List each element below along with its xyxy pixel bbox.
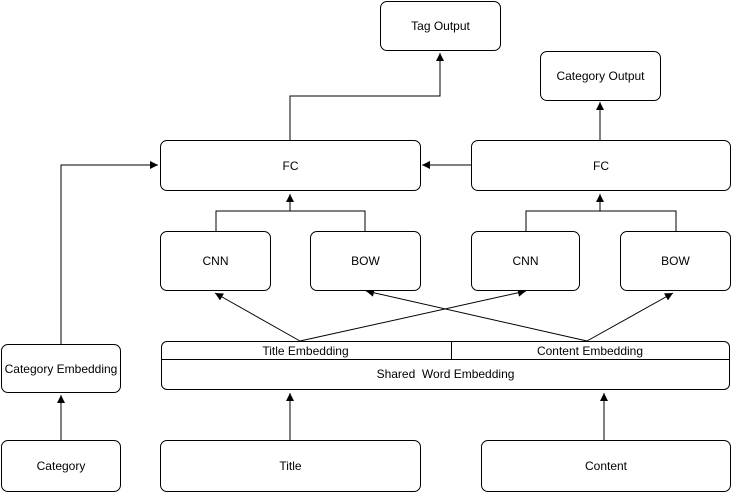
category-output-node: Category Output <box>540 51 661 101</box>
embedding-header-row <box>162 342 729 360</box>
title-input-node: Title <box>160 440 421 492</box>
shared-word-embedding-label: Shared Word Embedding <box>376 367 515 381</box>
tag-output-node: Tag Output <box>380 1 501 51</box>
content-input-node: Content <box>481 440 731 492</box>
bow-right-node: BOW <box>620 231 731 291</box>
edge-category-embedding-to-fc-left <box>60 161 158 344</box>
category-input-node: Category <box>1 440 121 492</box>
embedding-divider <box>451 342 452 359</box>
edge-content-emb-to-bow-left <box>365 288 588 342</box>
category-embedding-node: Category Embedding <box>1 344 121 393</box>
embedding-block <box>161 341 730 390</box>
cnn-left-node: CNN <box>160 231 271 291</box>
title-embedding-label: Title Embedding <box>262 343 349 358</box>
fc-right-node: FC <box>471 140 731 191</box>
bow-left-node: BOW <box>310 231 421 291</box>
edge-title-emb-to-cnn-left <box>214 292 301 342</box>
fc-left-node: FC <box>160 140 421 191</box>
content-embedding-label: Content Embedding <box>536 343 644 358</box>
edge-cnn-left-to-fc-left <box>215 210 366 231</box>
cnn-right-node: CNN <box>471 231 580 291</box>
edge-content-emb-to-bow-right <box>586 292 674 342</box>
edge-title-emb-to-cnn-right <box>299 288 527 342</box>
edge-fc-left-to-tag-output <box>289 53 444 140</box>
edge-cnn-right-to-fc-right <box>525 210 677 231</box>
